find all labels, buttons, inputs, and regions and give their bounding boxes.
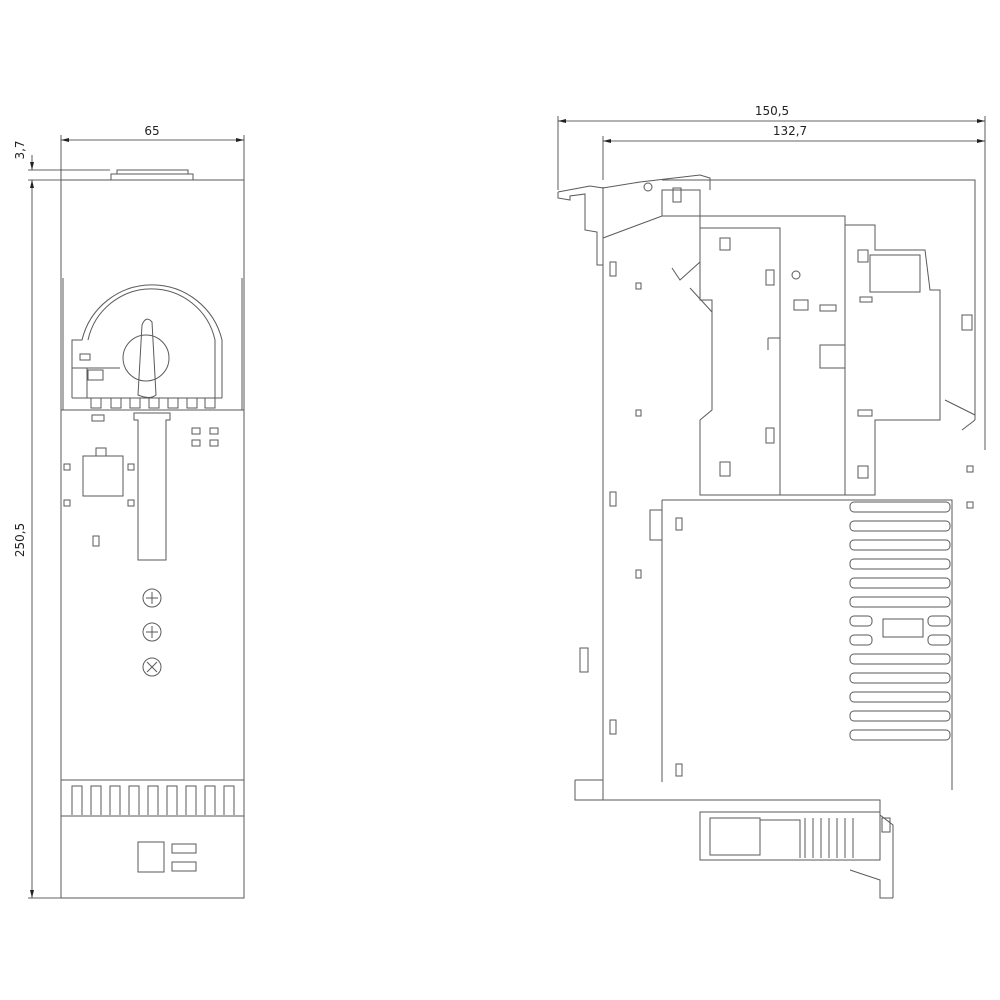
side-flanges xyxy=(61,278,244,411)
top-bracket xyxy=(602,189,701,239)
bottom-terminal xyxy=(574,779,893,899)
terminal-screws xyxy=(142,588,162,677)
dimension-body-depth: 132,7 xyxy=(602,116,986,450)
dim-overall-depth-label: 150,5 xyxy=(755,104,789,118)
front-view: 65 3,7 250,5 xyxy=(13,124,245,899)
screw-icon xyxy=(142,657,162,677)
top-rail-clip xyxy=(110,169,194,180)
front-middle-details xyxy=(63,412,219,561)
dim-width-label: 65 xyxy=(144,124,159,138)
screw-icon xyxy=(142,622,162,642)
dimension-top-offset: 3,7 xyxy=(13,140,110,181)
dim-top-offset-label: 3,7 xyxy=(13,140,27,159)
front-bottom-vents xyxy=(61,779,244,873)
side-view: 150,5 132,7 xyxy=(557,104,986,899)
side-housing-outline xyxy=(602,179,976,898)
dim-body-depth-label: 132,7 xyxy=(773,124,807,138)
dimension-width: 65 xyxy=(60,124,245,180)
side-slots xyxy=(579,261,974,790)
contactor-modules xyxy=(671,215,976,496)
rail-pin xyxy=(643,182,653,192)
dimension-overall-depth: 150,5 xyxy=(557,104,985,190)
rotary-handle xyxy=(71,284,223,398)
terminal-notches xyxy=(72,397,222,409)
din-rail-clip xyxy=(557,174,711,266)
front-body-outline xyxy=(60,179,245,899)
screw-icon xyxy=(142,588,162,608)
side-vent-slots xyxy=(849,501,951,741)
dim-height-label: 250,5 xyxy=(13,523,27,557)
dimension-height: 250,5 xyxy=(13,180,61,899)
